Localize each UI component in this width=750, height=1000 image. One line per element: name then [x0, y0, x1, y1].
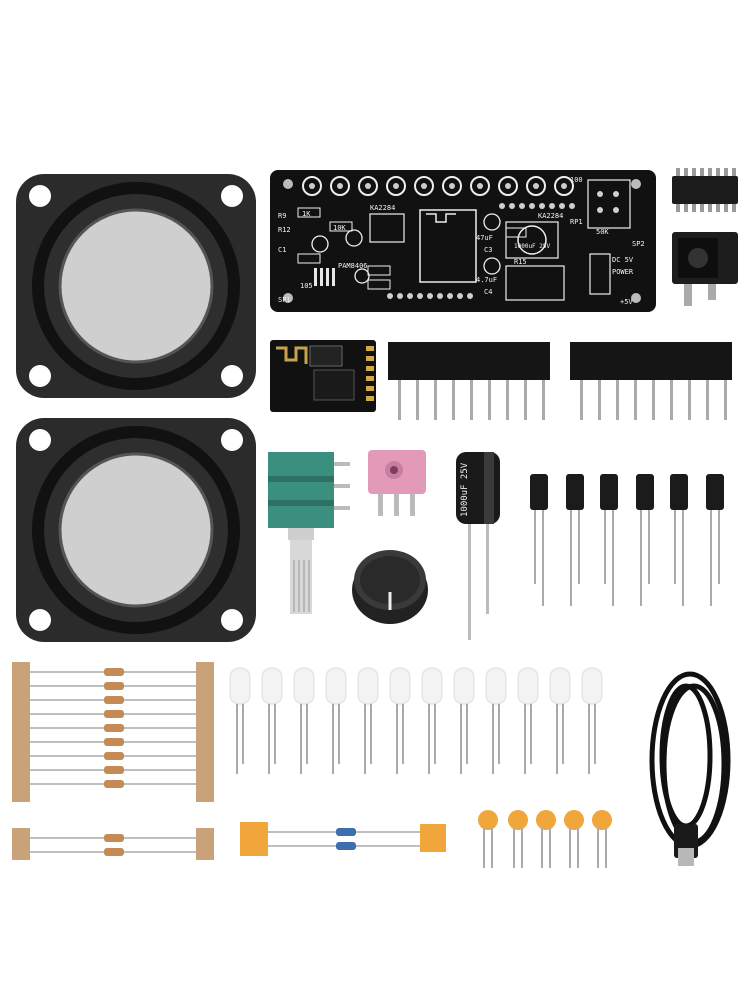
dc-power-jack — [672, 232, 738, 306]
potentiometer — [268, 452, 350, 614]
resistor-strip-blue — [240, 822, 446, 856]
pcb-label-100: 100 — [570, 176, 583, 184]
audio-jack — [368, 450, 426, 516]
ceramic-capacitors — [478, 810, 612, 868]
speaker-top — [16, 174, 256, 398]
pcb-label-1000uf: 1000uF 25V — [514, 243, 551, 250]
electrolytic-capacitor-large: 1000uF 25V — [454, 452, 502, 642]
pcb-label-c4: C4 — [484, 288, 492, 296]
pcb-graphic: R9 R12 1K 10K C1 PAM8406 105 SP1 KA2284 … — [270, 170, 656, 312]
pcb-label-plus5v: +5V — [620, 298, 633, 306]
pcb-label-10k: 10K — [333, 224, 346, 232]
resistor-network-right — [570, 342, 732, 420]
capacitor-body — [456, 452, 500, 640]
pcb-label-power: POWER — [612, 268, 634, 276]
leds — [229, 667, 603, 774]
pcb-label-ka2284-a: KA2284 — [370, 204, 395, 212]
pcb-board: R9 R12 1K 10K C1 PAM8406 105 SP1 KA2284 … — [270, 170, 656, 312]
pcb-label-dc5v: DC 5V — [612, 256, 634, 264]
bluetooth-module — [270, 340, 376, 412]
pcb-label-r15: R15 — [514, 258, 527, 266]
resistor-strip — [12, 662, 214, 802]
pcb-label-c1: C1 — [278, 246, 286, 254]
volume-knob — [352, 550, 428, 624]
small-capacitors — [530, 474, 724, 606]
pcb-label-c3: C3 — [484, 246, 492, 254]
pcb-label-pam: PAM8406 — [338, 262, 368, 270]
pcb-label-ka2284-b: KA2284 — [538, 212, 563, 220]
pcb-label-105: 105 — [300, 282, 313, 290]
pcb-label-sp1: SP1 — [278, 296, 291, 304]
pcb-label-4-7uf: 4.7uF — [476, 276, 497, 284]
pcb-label-50k: 50K — [596, 228, 609, 236]
capacitor-label: 1000uF 25V — [460, 462, 470, 518]
resistor-network-left — [388, 342, 550, 420]
pcb-label-sp2: SP2 — [632, 240, 645, 248]
pcb-label-r12: R12 — [278, 226, 291, 234]
resistor-strip-short — [12, 828, 214, 860]
pcb-label-47uf: 47uF — [476, 234, 493, 242]
ic-chip — [672, 168, 738, 212]
pcb-label-rp1: RP1 — [570, 218, 583, 226]
pcb-label-1k: 1K — [302, 210, 311, 218]
pcb-label-r9: R9 — [278, 212, 286, 220]
speaker-bottom — [16, 418, 256, 642]
usb-cable — [649, 671, 731, 866]
